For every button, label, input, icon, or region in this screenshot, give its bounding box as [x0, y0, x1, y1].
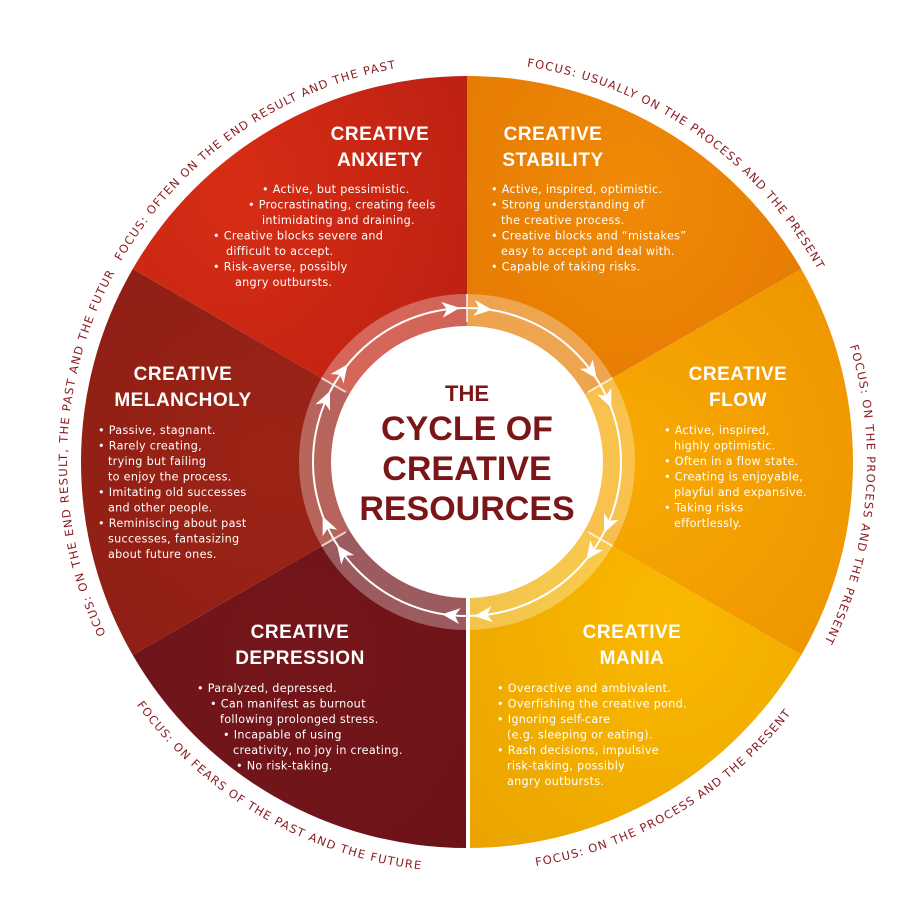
sector-title-stability: CREATIVE: [504, 124, 603, 145]
cycle-arrow-icon: [579, 359, 597, 379]
sector-melancholy: [80, 269, 467, 655]
sector-bullet-stability: the creative process.: [501, 214, 625, 227]
cycle-arrow-icon: [586, 540, 604, 560]
ring-divider: [587, 531, 613, 547]
sector-bullet-stability: • Active, inspired, optimistic.: [491, 183, 662, 196]
sector-bullet-anxiety: difficult to accept.: [226, 245, 333, 258]
sector-text-mania: CREATIVE MANIA • Overactive and ambivalent…: [497, 622, 687, 788]
sector-bullet-flow: effortlessly.: [674, 517, 742, 530]
sector-title-anxiety: CREATIVE: [331, 124, 430, 145]
sector-bullet-depression: following prolonged stress.: [220, 713, 379, 726]
ring-divider: [321, 377, 347, 393]
sector-bullet-flow: highly optimistic.: [674, 440, 776, 453]
sector-title-mania: CREATIVE: [583, 622, 682, 643]
sector-flow: [467, 269, 853, 655]
sector-bullet-depression: • Paralyzed, depressed.: [197, 682, 337, 695]
sector-title-flow: CREATIVE: [689, 364, 788, 385]
sector-bullet-melancholy: trying but failing: [108, 455, 206, 468]
cycle-arrow-icon: [322, 516, 338, 537]
sector-bullet-flow: • Active, inspired,: [664, 424, 770, 437]
sector-bullet-mania: angry outbursts.: [507, 775, 604, 788]
sector-bullet-stability: easy to accept and deal with.: [501, 245, 675, 258]
center-disc: [331, 326, 603, 598]
sector-text-anxiety: CREATIVE ANXIETY • Active, but pessimistic…: [213, 124, 436, 289]
sector-title-stability: STABILITY: [502, 150, 603, 171]
sector-bullet-melancholy: • Passive, stagnant.: [98, 424, 216, 437]
center-title-line3: CREATIVE: [382, 450, 551, 488]
sector-bullet-depression: • No risk-taking.: [236, 760, 333, 773]
sector-bullet-mania: • Rash decisions, impulsive: [497, 744, 659, 757]
sector-bullet-melancholy: • Reminiscing about past: [98, 517, 247, 530]
sector-text-stability: CREATIVE STABILITY • Active, inspired, opt…: [491, 124, 686, 274]
sector-texts: CREATIVE ANXIETY • Active, but pessimistic…: [98, 124, 807, 788]
sector-bullet-depression: • Incapable of using: [223, 729, 342, 742]
sector-title-depression: CREATIVE: [251, 622, 350, 643]
sector-bullet-melancholy: and other people.: [108, 502, 213, 515]
sector-bullet-depression: creativity, no joy in creating.: [233, 744, 403, 757]
sector-bullet-melancholy: successes, fantasizing: [108, 533, 239, 546]
cycle-arrow-icon: [474, 606, 493, 623]
sector-title-anxiety: ANXIETY: [337, 150, 423, 171]
sector-bullet-stability: • Creative blocks and “mistakes”: [491, 230, 686, 243]
cycle-arrow-icon: [441, 301, 460, 318]
sector-bullet-stability: • Strong understanding of: [491, 199, 646, 212]
sector-bullet-mania: risk-taking, possibly: [507, 760, 625, 773]
sector-bullet-flow: • Taking risks: [664, 502, 743, 515]
sector-bullet-anxiety: • Risk-averse, possibly: [213, 261, 348, 274]
sector-text-depression: CREATIVE DEPRESSION • Paralyzed, depressed…: [197, 622, 403, 773]
sector-bullet-mania: • Ignoring self-care: [497, 713, 610, 726]
sector-bullet-anxiety: • Procrastinating, creating feels: [248, 199, 436, 212]
cycle-arrow-icon: [473, 299, 493, 316]
cycle-arrow-icon: [315, 391, 330, 411]
sector-divider: [466, 462, 470, 850]
cycle-arrow-icon: [337, 545, 355, 565]
sector-bullet-flow: • Often in a flow state.: [664, 455, 798, 468]
sector-bullet-mania: • Overfishing the creative pond.: [497, 698, 687, 711]
cycle-arrow-icon: [596, 387, 612, 408]
sector-bullet-flow: playful and expansive.: [674, 486, 807, 499]
sector-bullet-melancholy: • Rarely creating,: [98, 440, 202, 453]
center-title-line4: RESOURCES: [359, 490, 574, 528]
sector-bullet-melancholy: about future ones.: [108, 548, 217, 561]
sector-title-melancholy: MELANCHOLY: [114, 390, 251, 411]
sector-bullet-anxiety: angry outbursts.: [235, 276, 332, 289]
sector-bullet-melancholy: • Imitating old successes: [98, 486, 247, 499]
sector-text-flow: CREATIVE FLOW • Active, inspired, highly op…: [664, 364, 807, 530]
sector-text-melancholy: CREATIVE MELANCHOLY • Passive, stagnant. • …: [98, 364, 251, 561]
ring-divider: [587, 377, 613, 393]
cycle-ring: [299, 294, 635, 630]
sector-bullet-anxiety: • Creative blocks severe and: [213, 230, 383, 243]
center-title-the: THE: [445, 381, 489, 406]
sector-bullet-anxiety: • Active, but pessimistic.: [262, 183, 410, 196]
sector-bullet-mania: (e.g. sleeping or eating).: [507, 729, 653, 742]
sector-bullet-anxiety: intimidating and draining.: [262, 214, 415, 227]
cycle-arrow-icon: [441, 608, 461, 625]
sector-title-depression: DEPRESSION: [235, 648, 365, 669]
sector-title-mania: MANIA: [600, 648, 665, 669]
sector-bullet-flow: • Creating is enjoyable,: [664, 471, 803, 484]
sector-bullet-melancholy: to enjoy the process.: [108, 471, 232, 484]
cycle-arrow-icon: [330, 364, 348, 384]
sector-bullet-mania: • Overactive and ambivalent.: [497, 682, 671, 695]
sector-title-melancholy: CREATIVE: [134, 364, 233, 385]
sector-title-flow: FLOW: [709, 390, 767, 411]
center-title: THE CYCLE OF CREATIVE RESOURCES: [359, 381, 574, 528]
cycle-arrow-icon: [604, 513, 619, 533]
sector-bullet-depression: • Can manifest as burnout: [210, 698, 366, 711]
ring-divider: [321, 531, 347, 547]
center-title-line2: CYCLE OF: [381, 410, 553, 448]
sector-bullet-stability: • Capable of taking risks.: [491, 261, 641, 274]
